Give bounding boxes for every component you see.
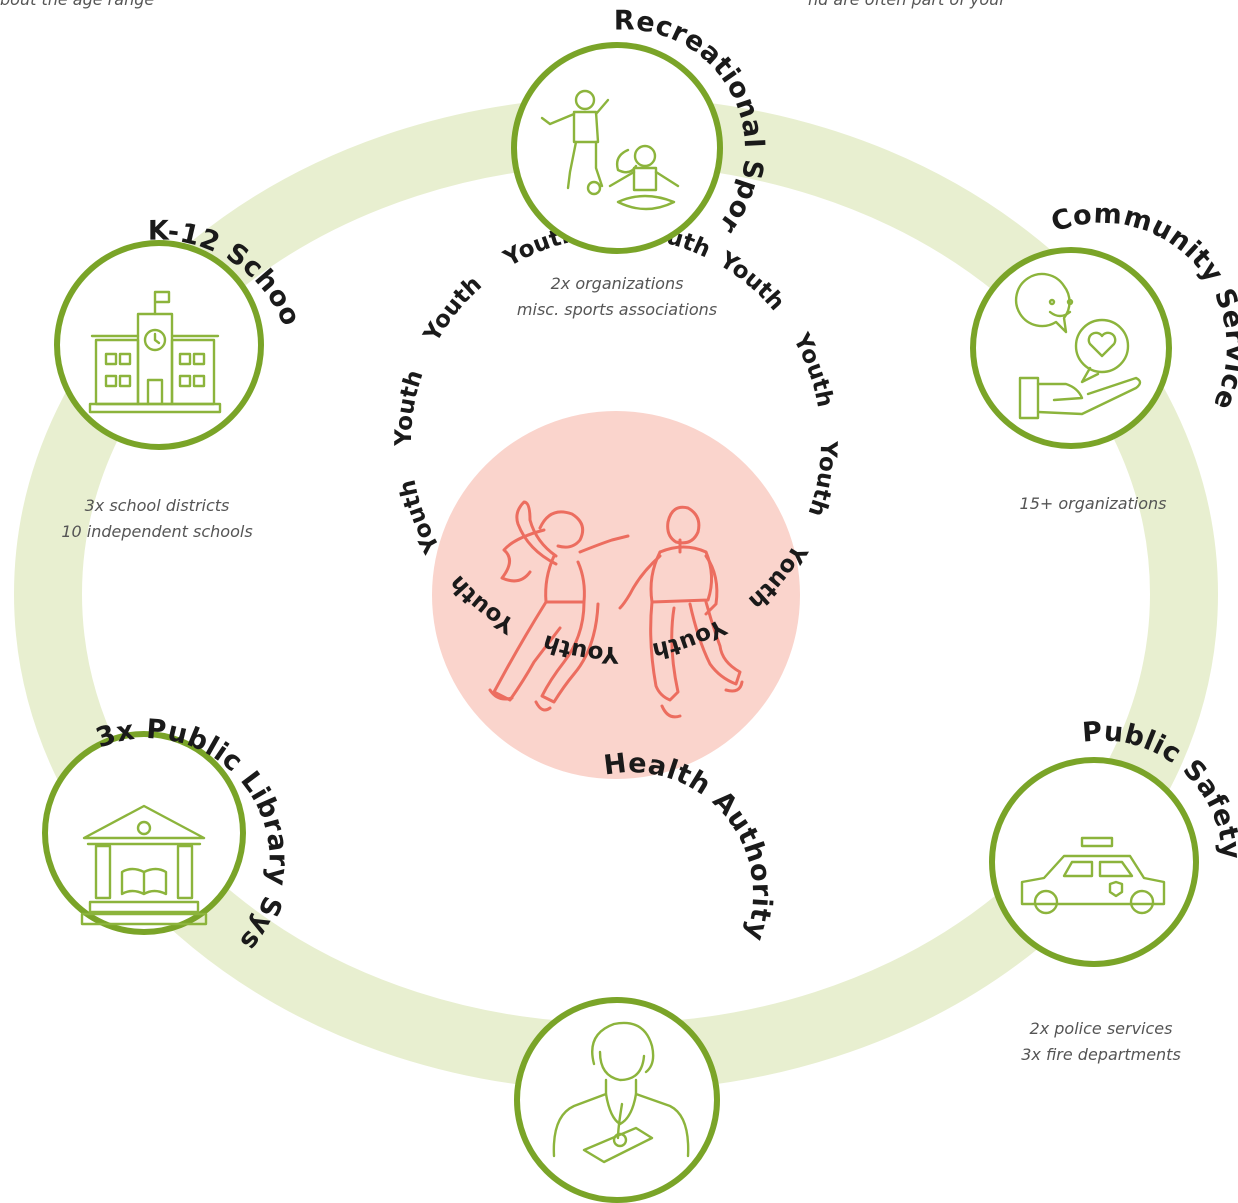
- node-health-authority: Health Authority: [514, 748, 777, 1203]
- police-car-icon: [1020, 836, 1166, 915]
- health-authority-circle: [514, 997, 720, 1203]
- recreational-sports-note-2: misc. sports associations: [516, 300, 718, 319]
- recreational-sports-circle: [511, 42, 723, 254]
- k12-schools-circle: [54, 240, 264, 450]
- youth-word-2: Youth: [714, 247, 789, 316]
- youth-word-3: Youth: [787, 328, 837, 409]
- youth-word-4: Youth: [803, 440, 842, 520]
- youth-word-10-path: Youth: [391, 367, 429, 447]
- health-authority-title-path: Health Authority: [602, 748, 777, 945]
- hand-chat-heart-icon: [1014, 272, 1142, 420]
- public-safety-circle: [989, 757, 1199, 967]
- community-service-notes: 15+ organizations: [1020, 491, 1167, 517]
- k12-schools-note-1: 3x school districts: [84, 496, 230, 515]
- top-text-fragment-right: nd are often part of your: [808, 0, 1007, 9]
- health-authority-title: Health Authority: [602, 748, 777, 945]
- school-building-icon: [88, 290, 222, 414]
- public-safety-notes: 2x police services 3x fire departments: [1021, 1016, 1181, 1068]
- youth-word-9-path: Youth: [395, 477, 446, 558]
- k12-schools-notes: 3x school districts 10 independent schoo…: [61, 493, 252, 545]
- top-text-fragment-left: bout the age range: [0, 0, 154, 9]
- node-recreational-sports: Recreational Sports: [0, 0, 769, 254]
- youth-word-10: Youth: [391, 367, 429, 447]
- dancing-youth-icon: [488, 500, 744, 719]
- community-service-circle: [970, 247, 1172, 449]
- youth-word-2-path: Youth: [714, 247, 789, 316]
- recreational-sports-notes: 2x organizations misc. sports associatio…: [517, 271, 717, 323]
- public-safety-note-1: 2x police services: [1029, 1019, 1173, 1038]
- youth-word-9: Youth: [395, 477, 446, 558]
- health-worker-icon: [552, 1021, 690, 1164]
- public-safety-note-2: 3x fire departments: [1021, 1045, 1181, 1064]
- youth-word-11: Youth: [419, 271, 487, 347]
- community-service-note-1: 15+ organizations: [1019, 494, 1167, 513]
- recreational-sports-note-1: 2x organizations: [550, 274, 684, 293]
- sports-people-icon: [540, 89, 680, 211]
- youth-word-4-path: Youth: [803, 440, 842, 520]
- youth-word-3-path: Youth: [787, 328, 837, 409]
- k12-schools-note-2: 10 independent schools: [61, 522, 253, 541]
- library-building-icon: [80, 804, 208, 926]
- youth-word-11-path: Youth: [419, 271, 487, 347]
